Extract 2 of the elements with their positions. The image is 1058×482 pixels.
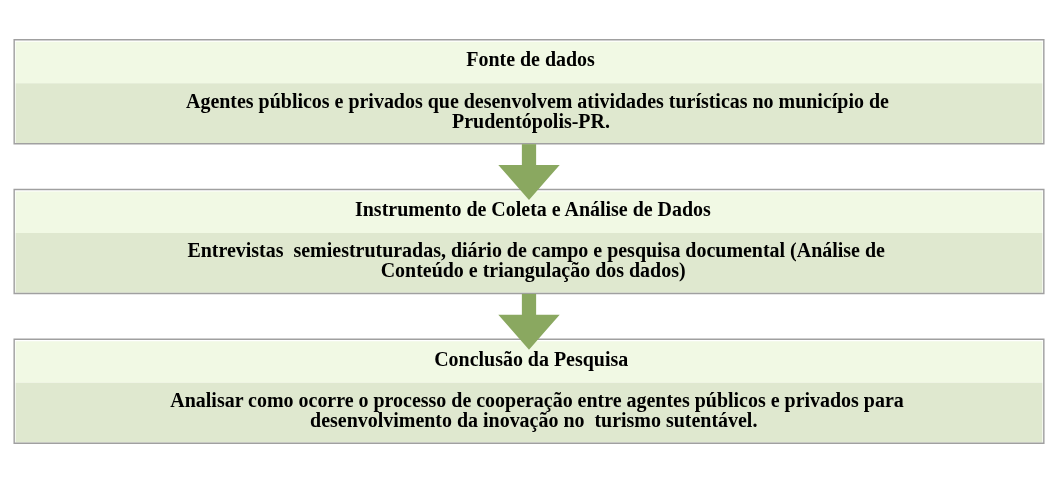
arrow <box>498 293 560 350</box>
arrow <box>498 143 560 200</box>
